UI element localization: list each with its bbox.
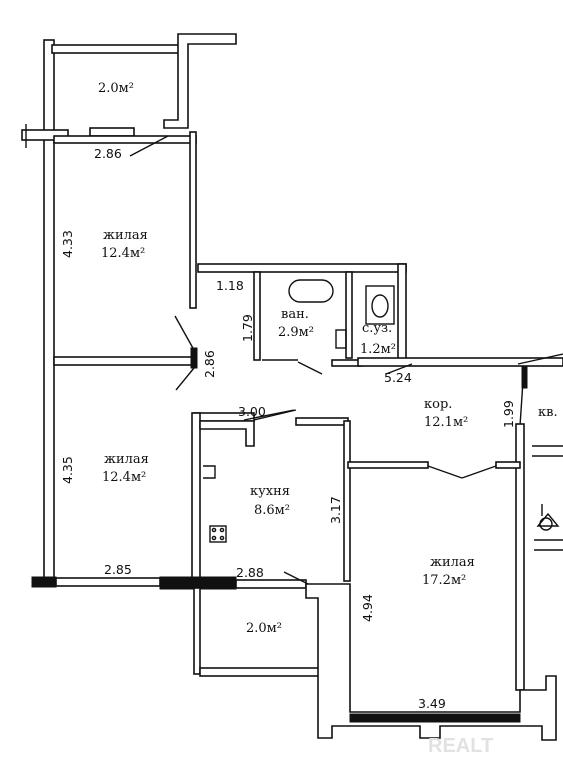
wall-bigroom-exterior bbox=[305, 583, 557, 741]
dim-494: 4.94 bbox=[360, 594, 375, 622]
dim-524: 5.24 bbox=[384, 370, 412, 385]
wall-bigroom-top-left bbox=[347, 461, 429, 469]
label-kitchen-name: кухня bbox=[250, 484, 290, 499]
wall-bath-top bbox=[197, 263, 407, 273]
bigroom-door-b bbox=[461, 465, 497, 479]
bigroom-window bbox=[349, 713, 521, 723]
dim-288: 2.88 bbox=[236, 565, 264, 580]
dim-317: 3.17 bbox=[328, 496, 343, 524]
kitchen-counter bbox=[199, 420, 255, 447]
label-living-top-name: жилая bbox=[103, 228, 148, 243]
bigroom-door-a bbox=[427, 465, 463, 479]
bottom-door bbox=[283, 571, 309, 585]
wall-balcony-top-lower bbox=[89, 127, 135, 137]
wall-between-bedrooms bbox=[53, 356, 195, 366]
door-swing-b bbox=[175, 367, 195, 391]
stove-burner-2 bbox=[219, 527, 225, 533]
dim-199: 1.99 bbox=[501, 400, 516, 428]
label-wc-area: 1.2м² bbox=[360, 342, 396, 357]
wall-bath-right bbox=[397, 263, 407, 361]
wall-stub-left bbox=[21, 129, 69, 141]
entry-jamb bbox=[521, 365, 528, 389]
stove-burner-1 bbox=[211, 527, 217, 533]
watermark: REALT bbox=[428, 735, 493, 757]
wall-bottom-left-b bbox=[55, 577, 161, 587]
label-living-big-area: 17.2м² bbox=[422, 573, 466, 588]
wall-balcony-top-upper bbox=[51, 44, 181, 54]
dim-118: 1.18 bbox=[216, 278, 244, 293]
wall-bottom-left-a bbox=[31, 576, 57, 588]
dim-leader-300 bbox=[243, 409, 295, 421]
wall-balcony-top-right bbox=[163, 33, 237, 129]
wall-balcony-bottom-left bbox=[193, 587, 201, 675]
bathtub bbox=[288, 279, 334, 303]
dim-286-vert: 2.86 bbox=[202, 350, 217, 378]
wall-bedroom-top-right bbox=[189, 131, 197, 309]
wall-bath-left bbox=[253, 271, 261, 361]
label-balcony-top: 2.0м² bbox=[98, 81, 134, 96]
stove-burner-4 bbox=[219, 535, 225, 541]
dim-300: 3.00 bbox=[238, 404, 266, 419]
dim-leader-286-top bbox=[129, 135, 169, 157]
label-kitchen-area: 8.6м² bbox=[254, 503, 290, 518]
wall-corridor-top bbox=[357, 357, 563, 367]
door-post bbox=[190, 347, 198, 369]
dim-433: 4.33 bbox=[60, 230, 75, 258]
label-bath-area: 2.9м² bbox=[278, 325, 314, 340]
wall-left-exterior bbox=[43, 39, 55, 579]
dim-286-top: 2.86 bbox=[94, 146, 122, 161]
entry-door-a bbox=[517, 353, 563, 365]
label-living-mid-area: 12.4м² bbox=[102, 470, 146, 485]
label-wc-name: с.уз. bbox=[362, 321, 392, 336]
stair-circle bbox=[539, 517, 553, 531]
dim-285: 2.85 bbox=[104, 562, 132, 577]
label-apartment: кв. bbox=[538, 405, 558, 420]
wall-kitchen-left bbox=[191, 412, 201, 580]
wall-bath-wc-split bbox=[345, 271, 353, 359]
wall-balcony-ledge bbox=[53, 135, 197, 144]
wall-bottom-mid bbox=[235, 579, 307, 589]
stair-arrow bbox=[536, 512, 560, 527]
label-bath-name: ван. bbox=[281, 307, 309, 322]
stove-burner-3 bbox=[211, 535, 217, 541]
toilet-bowl bbox=[371, 294, 389, 318]
toilet-tank bbox=[365, 285, 395, 325]
sink bbox=[335, 329, 347, 349]
dim-349: 3.49 bbox=[418, 696, 446, 711]
label-living-top-area: 12.4м² bbox=[101, 246, 145, 261]
wall-kitchen-right bbox=[343, 420, 351, 582]
door-swing-a bbox=[174, 315, 195, 351]
label-living-big-name: жилая bbox=[430, 555, 475, 570]
label-balcony-bottom: 2.0м² bbox=[246, 621, 282, 636]
wall-kitchen-top-right bbox=[295, 417, 349, 426]
label-living-mid-name: жилая bbox=[104, 452, 149, 467]
kitchen-shelf-mark bbox=[203, 465, 216, 479]
wall-balcony-bottom-lower bbox=[199, 667, 325, 677]
dim-leader-524 bbox=[385, 363, 413, 375]
dim-179: 1.79 bbox=[240, 314, 255, 342]
label-corridor-name: кор. bbox=[424, 397, 452, 412]
label-corridor-area: 12.1м² bbox=[424, 415, 468, 430]
bath-door-b bbox=[297, 361, 323, 375]
dim-435: 4.35 bbox=[60, 456, 75, 484]
stove bbox=[209, 525, 227, 543]
wall-bigroom-top-right bbox=[495, 461, 521, 469]
